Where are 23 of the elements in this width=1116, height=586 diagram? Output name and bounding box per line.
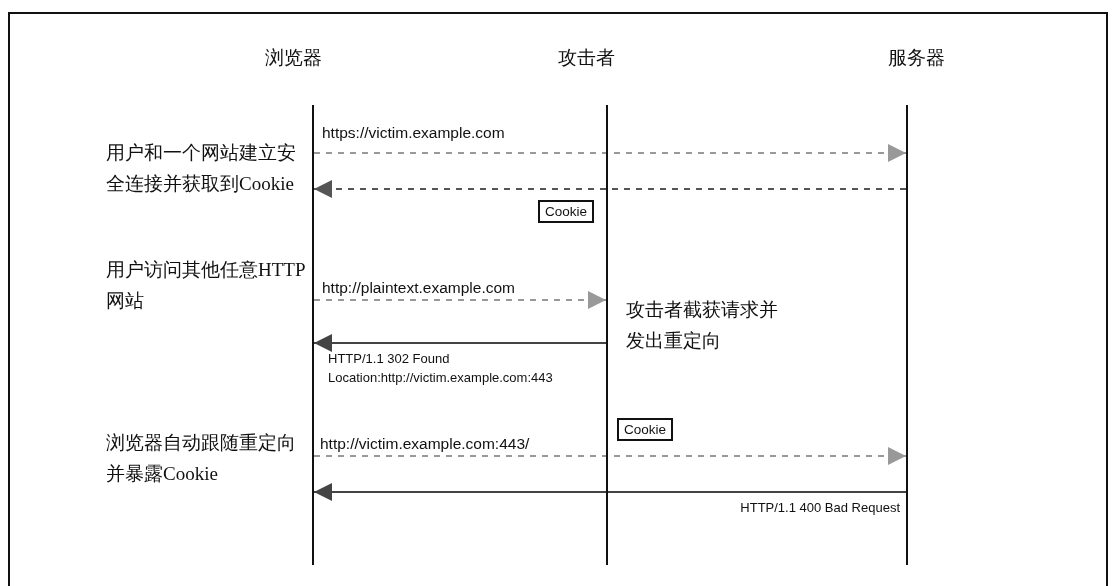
edge-label: http://plaintext.example.com <box>322 279 515 297</box>
participant-name: 攻击者 <box>558 45 615 70</box>
participant-name: 浏览器 <box>265 45 322 70</box>
arrow <box>313 291 607 309</box>
participant-name: 服务器 <box>888 45 945 70</box>
edge-label: http://victim.example.com:443/ <box>320 435 530 453</box>
arrow <box>313 144 907 162</box>
step-note: 用户访问其他任意HTTP网站 <box>106 258 306 313</box>
arrow <box>313 483 907 501</box>
lifeline <box>906 105 908 565</box>
edge-label: https://victim.example.com <box>322 124 505 142</box>
lifeline <box>312 105 314 565</box>
arrow <box>313 180 907 198</box>
arrow <box>313 447 907 465</box>
step-note: 攻击者截获请求并发出重定向 <box>626 298 779 353</box>
step-note: 用户和一个网站建立安全连接并获取到Cookie <box>106 141 297 196</box>
edge-label: HTTP/1.1 400 Bad Request <box>740 499 900 517</box>
cookie-box: Cookie <box>617 418 674 441</box>
arrow <box>313 334 607 352</box>
lifeline <box>606 105 608 565</box>
edge-label: HTTP/1.1 302 Found Location:http://victim.example.com:443 <box>328 350 554 387</box>
cookie-box: Cookie <box>538 200 595 223</box>
step-note: 浏览器自动跟随重定向并暴露Cookie <box>106 431 297 486</box>
